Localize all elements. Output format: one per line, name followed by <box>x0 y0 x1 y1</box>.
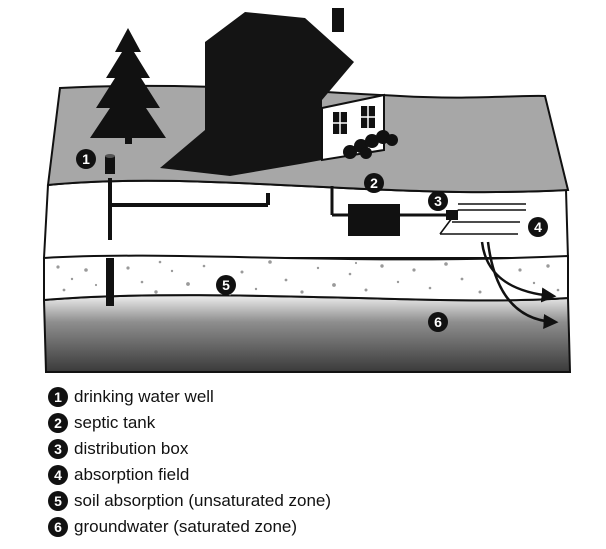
soil-unsaturated-layer <box>43 254 569 302</box>
marker-4: 4 <box>528 217 548 237</box>
legend-label: groundwater (saturated zone) <box>74 517 298 536</box>
legend-badge: 5 <box>48 491 68 511</box>
marker-5: 5 <box>216 275 236 295</box>
marker-1: 1 <box>76 149 96 169</box>
legend-badge: 4 <box>48 465 68 485</box>
marker-3: 3 <box>428 191 448 211</box>
marker-6: 6 <box>428 312 448 332</box>
svg-text:6: 6 <box>434 314 442 330</box>
legend-badge: 2 <box>48 413 68 433</box>
legend-item-soil-absorption: 5 soil absorption (unsaturated zone) <box>48 488 568 514</box>
legend-label: septic tank <box>74 413 156 432</box>
shrub-icon <box>343 130 398 159</box>
svg-text:5: 5 <box>222 277 230 293</box>
absorption-field <box>439 203 526 235</box>
well-shaft <box>106 258 114 306</box>
legend-item-groundwater: 6 groundwater (saturated zone) <box>48 514 568 540</box>
legend-label: distribution box <box>74 439 189 458</box>
soil-dots <box>56 260 560 296</box>
legend-badge: 1 <box>48 387 68 407</box>
svg-text:1: 1 <box>82 151 90 167</box>
septic-tank-icon <box>348 204 400 236</box>
tree-icon <box>90 28 166 144</box>
legend-badge: 3 <box>48 439 68 459</box>
well-cap-icon <box>105 154 115 174</box>
septic-system-diagram: 1 2 3 4 5 6 <box>42 8 572 373</box>
sewer-line <box>330 186 446 217</box>
legend-item-drinking-water-well: 1 drinking water well <box>48 384 568 410</box>
legend-label: absorption field <box>74 465 190 484</box>
svg-text:3: 3 <box>434 193 442 209</box>
legend-item-distribution-box: 3 distribution box <box>48 436 568 462</box>
well-pipe <box>108 178 270 240</box>
legend-item-septic-tank: 2 septic tank <box>48 410 568 436</box>
svg-text:4: 4 <box>534 219 542 235</box>
groundwater-layer <box>42 294 572 373</box>
flow-arrow-icon <box>480 241 559 329</box>
distribution-box-icon <box>446 210 458 220</box>
legend-item-absorption-field: 4 absorption field <box>48 462 568 488</box>
legend-badge: 6 <box>48 517 68 537</box>
legend-label: soil absorption (unsaturated zone) <box>74 491 332 510</box>
marker-2: 2 <box>364 173 384 193</box>
legend: 1 drinking water well 2 septic tank 3 di… <box>48 384 568 540</box>
svg-text:2: 2 <box>370 175 378 191</box>
legend-label: drinking water well <box>74 387 214 406</box>
